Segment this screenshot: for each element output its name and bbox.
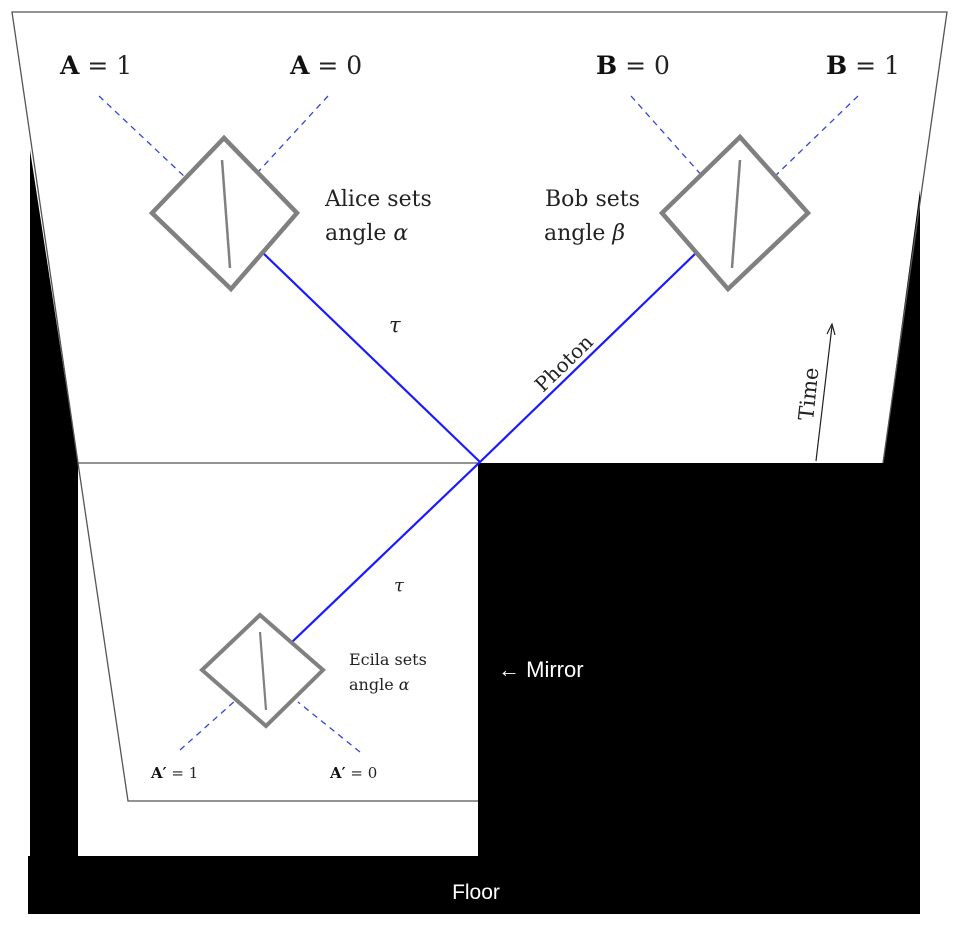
mirror-label: ← Mirror [498,657,584,682]
tau-lower-label: τ [394,575,405,596]
bob-outcome-one-line [772,95,859,179]
time-label: Time [794,366,823,421]
floor-band [28,856,920,914]
time-arrow [815,322,836,462]
ecila-outcome-one-label: A′ = 1 [150,764,198,782]
right-black-wall [478,190,920,856]
alice-device-frame [148,134,301,293]
ecila-polarizer-axis [258,631,268,711]
alice-outcome-zero-line [257,95,329,173]
alice-outcome-one-line [98,95,187,179]
ecila-caption-line1: Ecila sets [349,650,427,669]
alice-caption-line1: Alice sets [324,187,432,212]
ecila-caption-line2: angle α [349,675,410,694]
left-black-wall [30,150,78,856]
outcome-lines [98,95,859,753]
bob-outcome-one-label: B = 1 [826,51,900,80]
photon-path-to-ecila [291,461,481,643]
floor-label: Floor [452,881,500,904]
bob-outcome-zero-label: B = 0 [596,51,670,80]
tau-upper-label: τ [389,313,401,337]
black-background [28,150,920,914]
photon-label: Photon [530,330,598,397]
ecila-polarizer-device [199,612,326,729]
alice-polarizer-device [148,134,301,293]
bob-polarizer-axis [730,159,742,269]
time-arrow-shaft [815,325,833,462]
bob-caption-line1: Bob sets [545,187,640,212]
photon-paths [261,251,698,643]
time-arrow-head [826,322,836,336]
mirror-reflection-outline [77,462,478,802]
alice-caption-line2: angle α [325,221,408,246]
ecila-outcome-one-line [179,699,237,751]
bob-polarizer-device [658,133,812,293]
upper-trapezoid-outline [11,11,948,464]
alice-polarizer-axis [220,159,232,269]
alice-outcome-one-label: A = 1 [59,51,132,80]
ecila-outcome-zero-label: A′ = 0 [329,764,377,782]
frame-lines [11,11,948,802]
bob-caption-line2: angle β [544,221,625,246]
photon-path-to-alice [261,251,481,463]
alice-outcome-zero-label: A = 0 [289,51,362,80]
ecila-outcome-zero-line [297,701,361,753]
bob-outcome-zero-line [630,95,705,179]
photon-path-to-bob [479,251,698,463]
